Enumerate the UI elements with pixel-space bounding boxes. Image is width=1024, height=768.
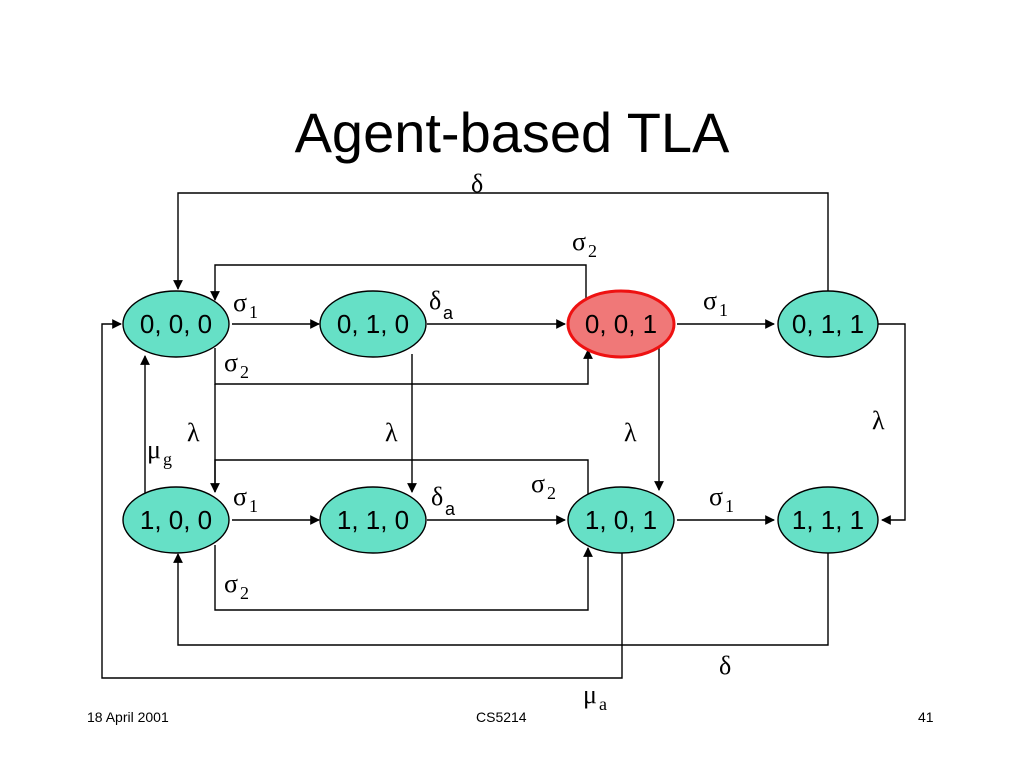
svg-text:a: a: [599, 694, 607, 714]
label-delta-a-r1: δ a: [429, 286, 454, 323]
node-100: 1, 0, 0: [122, 486, 230, 554]
svg-text:0, 0, 0: 0, 0, 0: [140, 309, 212, 339]
svg-text:g: g: [163, 449, 172, 469]
label-delta-top: δ: [471, 169, 483, 198]
label-lambda-3: λ: [624, 418, 637, 447]
svg-text:1: 1: [719, 300, 728, 320]
svg-text:0, 1, 1: 0, 1, 1: [792, 309, 864, 339]
footer-page-number: 41: [918, 709, 934, 725]
svg-text:δ: δ: [429, 286, 441, 315]
node-101: 1, 0, 1: [567, 486, 675, 554]
node-111: 1, 1, 1: [777, 486, 879, 554]
label-sigma1-r1-b: σ 1: [703, 286, 728, 320]
svg-text:1: 1: [249, 302, 258, 322]
node-010: 0, 1, 0: [319, 290, 427, 358]
svg-text:2: 2: [588, 241, 597, 261]
edge-lambda-4: [878, 323, 906, 525]
edge-sigma2-mid: [214, 459, 589, 494]
svg-text:σ: σ: [709, 482, 723, 511]
label-sigma1-r2-a: σ 1: [233, 482, 258, 516]
svg-text:σ: σ: [572, 227, 586, 256]
svg-text:σ: σ: [224, 569, 238, 598]
footer-course: CS5214: [476, 709, 527, 725]
node-011: 0, 1, 1: [777, 290, 879, 358]
svg-text:δ: δ: [431, 482, 443, 511]
label-delta-bottom: δ: [719, 651, 731, 680]
label-sigma2-bottom: σ 2: [224, 569, 249, 603]
svg-text:1: 1: [249, 496, 258, 516]
svg-text:σ: σ: [531, 469, 545, 498]
edge-delta-bottom: [173, 552, 829, 646]
node-110: 1, 1, 0: [319, 486, 427, 554]
svg-text:μ: μ: [583, 680, 597, 709]
svg-text:1, 1, 0: 1, 1, 0: [337, 505, 409, 535]
label-mu-g: μ g: [147, 435, 172, 469]
svg-text:σ: σ: [233, 482, 247, 511]
label-lambda-4: λ: [872, 406, 885, 435]
svg-text:2: 2: [240, 583, 249, 603]
slide-title: Agent-based TLA: [294, 101, 730, 164]
svg-text:0, 1, 0: 0, 1, 0: [337, 309, 409, 339]
svg-text:1: 1: [725, 496, 734, 516]
label-sigma1-r2-b: σ 1: [709, 482, 734, 516]
label-delta-a-r2: δ a: [431, 482, 456, 519]
svg-text:μ: μ: [147, 435, 161, 464]
node-001-highlighted: 0, 0, 1: [566, 289, 676, 359]
svg-text:σ: σ: [224, 348, 238, 377]
svg-text:a: a: [443, 303, 454, 323]
svg-text:σ: σ: [233, 288, 247, 317]
label-lambda-2: λ: [385, 418, 398, 447]
edge-sigma2-top: [210, 264, 587, 301]
svg-text:0, 0, 1: 0, 0, 1: [585, 309, 657, 339]
svg-text:1, 0, 0: 1, 0, 0: [140, 505, 212, 535]
svg-text:a: a: [445, 499, 456, 519]
svg-text:1, 1, 1: 1, 1, 1: [792, 505, 864, 535]
edge-sigma2-r1: [214, 348, 593, 385]
svg-text:2: 2: [547, 483, 556, 503]
svg-text:σ: σ: [703, 286, 717, 315]
node-000: 0, 0, 0: [122, 290, 230, 358]
label-sigma2-mid: σ 2: [531, 469, 556, 503]
edge-mu-a: [101, 319, 623, 679]
edge-delta-top: [173, 192, 829, 292]
label-sigma1-r1-a: σ 1: [233, 288, 258, 322]
label-lambda-1: λ: [187, 418, 200, 447]
svg-text:2: 2: [240, 362, 249, 382]
label-sigma2-top: σ 2: [572, 227, 597, 261]
label-sigma2-r1: σ 2: [224, 348, 249, 382]
svg-text:1, 0, 1: 1, 0, 1: [585, 505, 657, 535]
edge-sigma2-bottom: [214, 545, 593, 611]
footer-date: 18 April 2001: [87, 709, 169, 725]
label-mu-a: μ a: [583, 680, 607, 714]
